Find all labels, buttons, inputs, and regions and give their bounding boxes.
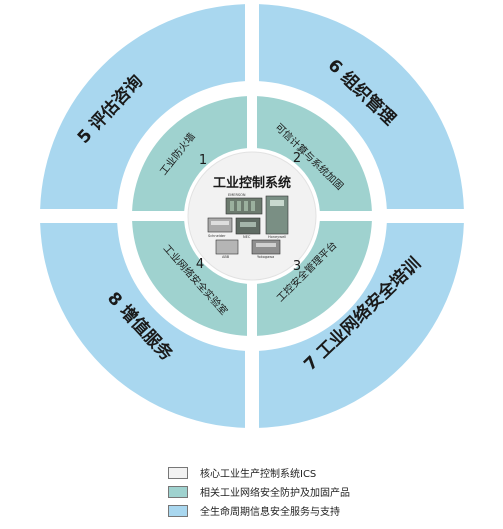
legend-label: 相关工业网络安全防护及加固产品 — [200, 488, 350, 499]
device-icons — [207, 195, 289, 255]
middle-segment-management-platform — [256, 220, 372, 336]
device-label: NEC — [243, 235, 251, 239]
middle-segment-trusted-computing — [256, 96, 372, 212]
module-icon — [237, 201, 241, 211]
device-label: EMERSON — [228, 193, 246, 197]
firewall-number: 1 — [199, 153, 207, 168]
legend-item-core: 核心工业生产控制系统ICS — [168, 463, 418, 482]
management-platform-number: 3 — [293, 259, 301, 274]
module-icon — [256, 243, 276, 247]
legend-swatch — [168, 485, 188, 498]
outer-segment-value-added — [40, 222, 246, 428]
legend-swatch — [168, 466, 188, 479]
trusted-computing-number: 2 — [293, 151, 301, 166]
middle-segment-security-lab — [132, 220, 248, 336]
legend-label: 核心工业生产控制系统ICS — [200, 469, 317, 480]
legend-item-services: 全生命周期信息安全服务与支持 — [168, 501, 418, 520]
device-label: Schneider — [208, 234, 226, 238]
outer-segment-assessment — [40, 4, 246, 210]
device-label: Yokogawa — [257, 255, 274, 259]
security-lab-number: 4 — [196, 257, 204, 272]
module-icon — [211, 221, 229, 225]
module-icon — [270, 200, 284, 206]
module-icon — [244, 201, 248, 211]
outer-segment-organization — [258, 4, 464, 210]
device-label: ABB — [222, 255, 230, 259]
core-title: 工业控制系统 — [213, 175, 291, 191]
legend-item-products: 相关工业网络安全防护及加固产品 — [168, 482, 418, 501]
middle-segment-firewall — [132, 96, 248, 212]
legend-swatch — [168, 504, 188, 517]
legend-label: 全生命周期信息安全服务与支持 — [200, 507, 340, 518]
device-label: Honeywell — [268, 235, 286, 239]
abb-device-icon — [215, 239, 239, 255]
module-icon — [240, 222, 256, 227]
service-ring-diagram: 工业控制系统 EMERSON Schneider NEC Honeywell A… — [40, 4, 464, 428]
module-icon — [230, 201, 234, 211]
outer-segment-training — [258, 222, 464, 428]
module-icon — [251, 201, 255, 211]
legend: 核心工业生产控制系统ICS 相关工业网络安全防护及加固产品 全生命周期信息安全服… — [168, 463, 418, 520]
